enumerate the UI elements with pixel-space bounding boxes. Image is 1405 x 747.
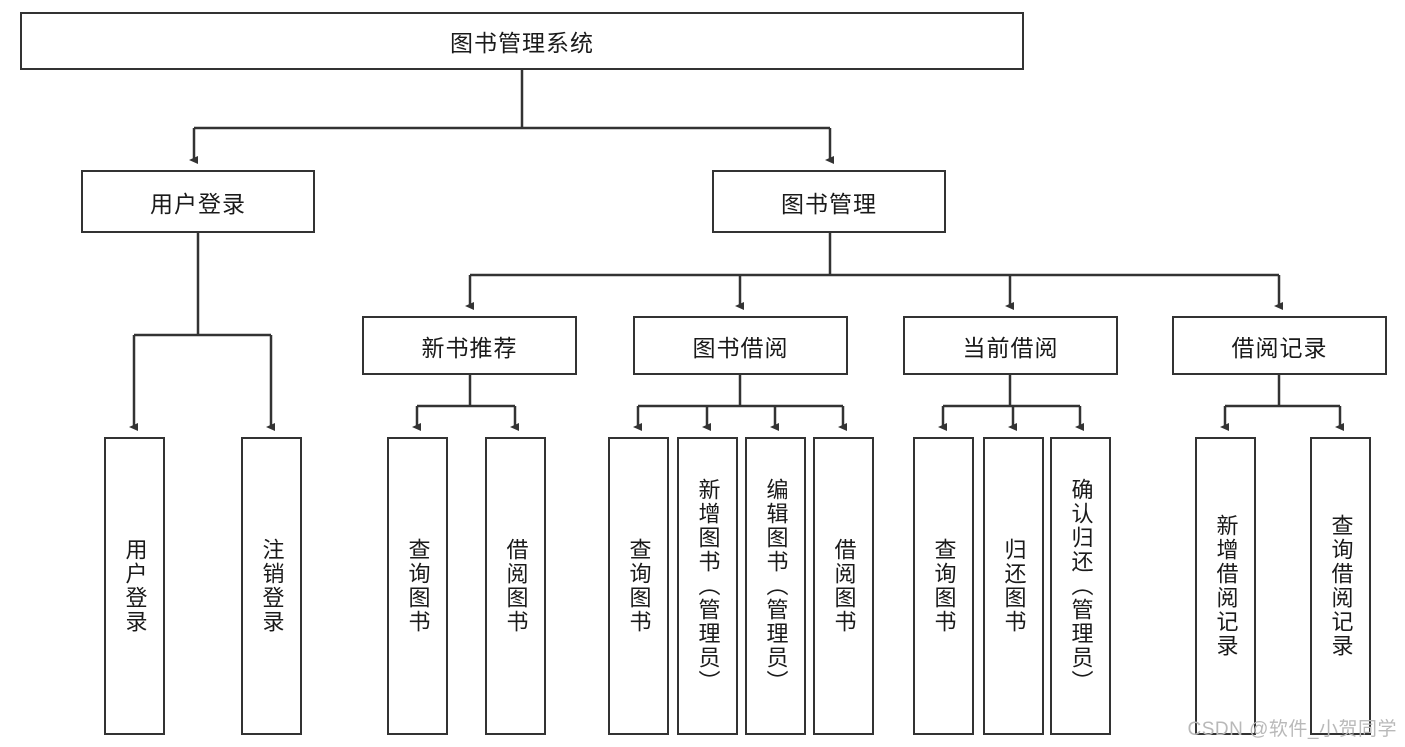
node-current-borrow-label: 当前借阅 <box>962 334 1059 361</box>
leaf-add-record[interactable]: 新增借阅记录 <box>1195 437 1256 735</box>
leaf-query-record-label: 查询借阅记录 <box>1328 514 1354 658</box>
node-root[interactable]: 图书管理系统 <box>20 12 1024 70</box>
leaf-user-login-label: 用户登录 <box>122 538 148 634</box>
edges-borrowrecord-to-leaves <box>1220 375 1344 431</box>
csdn-watermark: CSDN @软件_小贺同学 <box>1187 719 1397 740</box>
leaf-edit-book-label: 编辑图书（管理员） <box>763 478 789 694</box>
node-new-book-recommend[interactable]: 新书推荐 <box>362 316 577 375</box>
leaf-user-login[interactable]: 用户登录 <box>104 437 165 735</box>
leaf-borrow-book-label: 借阅图书 <box>831 538 857 634</box>
leaf-add-book[interactable]: 新增图书（管理员） <box>677 437 738 735</box>
leaf-query-book-current-label: 查询图书 <box>931 538 957 634</box>
leaf-query-book-rec-label: 查询图书 <box>405 538 431 634</box>
node-user-login[interactable]: 用户登录 <box>81 170 315 233</box>
node-book-borrow[interactable]: 图书借阅 <box>633 316 848 375</box>
leaf-confirm-return-label: 确认归还（管理员） <box>1068 478 1094 694</box>
leaf-query-book-borrow-label: 查询图书 <box>626 538 652 634</box>
leaf-borrow-book-rec-label: 借阅图书 <box>503 538 529 634</box>
node-current-borrow[interactable]: 当前借阅 <box>903 316 1118 375</box>
node-book-manage[interactable]: 图书管理 <box>712 170 946 233</box>
leaf-query-record[interactable]: 查询借阅记录 <box>1310 437 1371 735</box>
leaf-user-logout[interactable]: 注销登录 <box>241 437 302 735</box>
edges-currentborrow-to-leaves <box>938 375 1084 431</box>
leaf-return-book-label: 归还图书 <box>1001 538 1027 634</box>
leaf-borrow-book[interactable]: 借阅图书 <box>813 437 874 735</box>
leaf-borrow-book-rec[interactable]: 借阅图书 <box>485 437 546 735</box>
leaf-user-logout-label: 注销登录 <box>259 538 285 634</box>
node-root-label: 图书管理系统 <box>450 30 594 56</box>
node-user-login-label: 用户登录 <box>150 190 246 217</box>
edges-newbook-to-leaves <box>412 375 519 431</box>
leaf-add-record-label: 新增借阅记录 <box>1213 514 1239 658</box>
edges-root-to-level2 <box>189 70 834 164</box>
node-book-borrow-label: 图书借阅 <box>692 334 789 361</box>
node-borrow-record-label: 借阅记录 <box>1231 334 1328 361</box>
leaf-edit-book[interactable]: 编辑图书（管理员） <box>745 437 806 735</box>
leaf-return-book[interactable]: 归还图书 <box>983 437 1044 735</box>
leaf-query-book-current[interactable]: 查询图书 <box>913 437 974 735</box>
edges-bookborrow-to-leaves <box>633 375 847 431</box>
edges-bookmanage-to-level3 <box>465 233 1283 310</box>
node-book-manage-label: 图书管理 <box>781 190 877 217</box>
leaf-confirm-return[interactable]: 确认归还（管理员） <box>1050 437 1111 735</box>
leaf-add-book-label: 新增图书（管理员） <box>695 478 721 694</box>
node-new-book-recommend-label: 新书推荐 <box>421 334 518 361</box>
leaf-query-book-rec[interactable]: 查询图书 <box>387 437 448 735</box>
edges-userlogin-to-leaves <box>129 233 275 431</box>
node-borrow-record[interactable]: 借阅记录 <box>1172 316 1387 375</box>
leaf-query-book-borrow[interactable]: 查询图书 <box>608 437 669 735</box>
